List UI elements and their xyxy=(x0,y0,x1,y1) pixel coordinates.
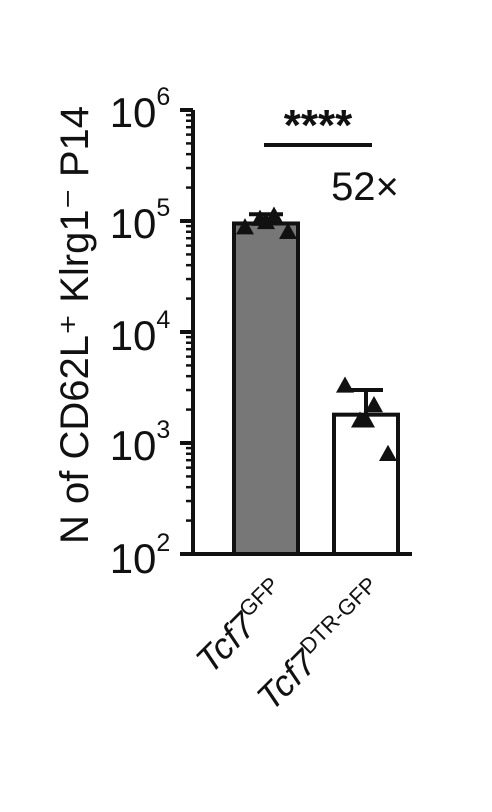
y-tick-label-1000: 103 xyxy=(110,416,171,469)
bar-1 xyxy=(232,221,300,556)
data-point xyxy=(379,444,397,461)
y-tick-labels: 102 103 104 105 106 xyxy=(110,83,171,582)
y-tick-label-1000000: 106 xyxy=(110,83,171,136)
y-axis-ticks xyxy=(180,108,193,556)
y-tick-label-100: 102 xyxy=(110,529,171,582)
fold-change-label: 52× xyxy=(331,165,399,209)
y-tick-label-100000: 105 xyxy=(110,194,171,247)
data-points xyxy=(236,206,397,461)
bar-2 xyxy=(332,412,400,557)
data-point xyxy=(336,376,354,393)
data-point xyxy=(279,222,297,239)
significance-stars: **** xyxy=(284,101,353,150)
data-point xyxy=(365,395,383,413)
y-axis-label: N of CD62L⁺ Klrg1⁻ P14 xyxy=(53,106,97,544)
y-tick-label-10000: 104 xyxy=(110,306,171,359)
data-point xyxy=(236,218,254,235)
data-point xyxy=(265,206,283,223)
data-point xyxy=(257,212,275,230)
data-point xyxy=(357,411,375,428)
bars xyxy=(232,221,400,557)
